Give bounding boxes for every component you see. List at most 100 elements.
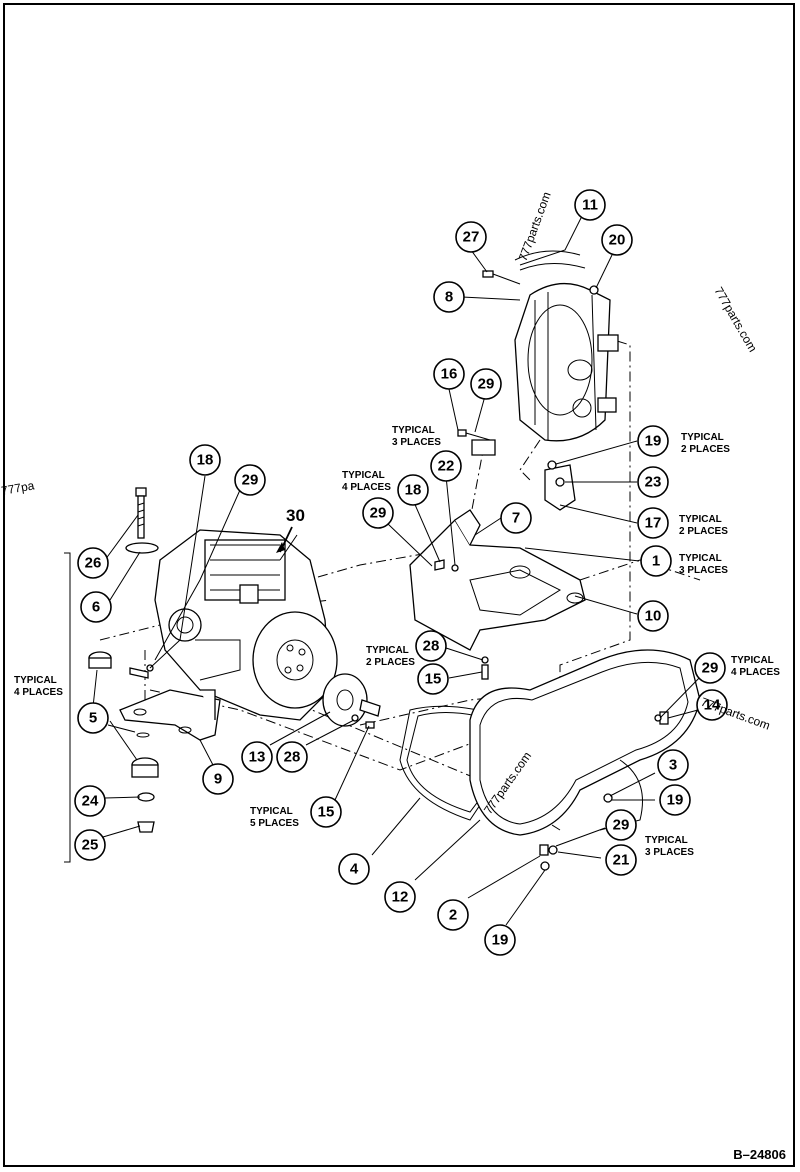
gearbox-assembly [471, 250, 619, 511]
svg-text:29: 29 [613, 817, 630, 834]
svg-text:28: 28 [423, 638, 440, 655]
note-typical-3: TYPICAL [679, 514, 722, 525]
svg-text:13: 13 [249, 749, 266, 766]
svg-text:18: 18 [197, 452, 214, 469]
engine-mount-bracket [119, 689, 221, 741]
svg-text:14: 14 [704, 697, 721, 714]
svg-text:27: 27 [463, 229, 480, 246]
svg-text:4 PLACES: 4 PLACES [14, 687, 63, 698]
balloon-19: 19 [637, 425, 669, 457]
note-typical-2: TYPICAL [681, 432, 724, 443]
svg-text:24: 24 [82, 793, 99, 810]
drawing-number: B–24806 [733, 1147, 786, 1162]
watermark: 777parts.com [711, 285, 759, 355]
balloon-8: 8 [433, 281, 465, 313]
balloon-25: 25 [74, 829, 106, 861]
callout-balloons: 27 11 20 8 16 29 19 23 17 22 18 29 7 1 1… [74, 189, 728, 956]
engine-callout: 30 [276, 506, 305, 553]
balloon-29: 29 [694, 652, 726, 684]
svg-text:8: 8 [445, 289, 453, 306]
svg-text:10: 10 [645, 608, 662, 625]
balloon-15: 15 [310, 796, 342, 828]
balloon-6: 6 [80, 591, 112, 623]
svg-text:2 PLACES: 2 PLACES [681, 444, 730, 455]
note-typical-5: TYPICAL [679, 553, 722, 564]
svg-text:16: 16 [441, 366, 458, 383]
balloon-19: 19 [659, 784, 691, 816]
balloon-20: 20 [601, 224, 633, 256]
balloon-2: 2 [437, 899, 469, 931]
balloon-10: 10 [637, 600, 669, 632]
svg-text:11: 11 [582, 197, 598, 214]
svg-text:4: 4 [350, 861, 359, 878]
svg-text:1: 1 [652, 553, 660, 570]
svg-text:7: 7 [512, 510, 520, 527]
balloon-22: 22 [430, 450, 462, 482]
svg-text:5 PLACES: 5 PLACES [250, 818, 299, 829]
mounting-plate [409, 509, 586, 651]
svg-text:19: 19 [492, 932, 509, 949]
balloon-29: 29 [470, 368, 502, 400]
balloon-3: 3 [657, 749, 689, 781]
svg-text:18: 18 [405, 482, 422, 499]
balloon-18: 18 [397, 474, 429, 506]
isolator-mounts [88, 651, 159, 833]
balloon-16: 16 [433, 358, 465, 390]
svg-text:19: 19 [645, 433, 662, 450]
svg-text:22: 22 [438, 458, 455, 475]
note-typical-6: TYPICAL [14, 675, 57, 686]
balloon-24: 24 [74, 785, 106, 817]
svg-text:3 PLACES: 3 PLACES [645, 847, 694, 858]
svg-text:17: 17 [645, 515, 662, 532]
note-typical-1: TYPICAL [392, 425, 435, 436]
svg-text:25: 25 [82, 837, 99, 854]
balloon-4: 4 [338, 853, 370, 885]
mount-bolt [125, 487, 159, 554]
balloon-11: 11 [574, 189, 606, 221]
balloon-29: 29 [234, 464, 266, 496]
svg-text:3: 3 [669, 757, 677, 774]
svg-text:2 PLACES: 2 PLACES [679, 526, 728, 537]
balloon-9: 9 [202, 763, 234, 795]
svg-text:12: 12 [392, 889, 409, 906]
note-typical-10: TYPICAL [645, 835, 688, 846]
drive-hub [322, 673, 381, 727]
balloon-23: 23 [637, 466, 669, 498]
watermark: 777pa [0, 478, 36, 498]
svg-text:2 PLACES: 2 PLACES [366, 657, 415, 668]
svg-text:6: 6 [92, 599, 100, 616]
svg-text:5: 5 [89, 710, 97, 727]
svg-text:19: 19 [667, 792, 684, 809]
svg-text:29: 29 [702, 660, 719, 677]
note-typical-7: TYPICAL [366, 645, 409, 656]
balloon-17: 17 [637, 507, 669, 539]
drawing-border [3, 3, 795, 1167]
balloon-7: 7 [500, 502, 532, 534]
svg-text:15: 15 [318, 804, 335, 821]
svg-text:29: 29 [478, 376, 495, 393]
balloon-5: 5 [77, 702, 109, 734]
balloon-29: 29 [362, 497, 394, 529]
note-typical-4: TYPICAL [342, 470, 385, 481]
svg-text:28: 28 [284, 749, 301, 766]
svg-text:2: 2 [449, 907, 457, 924]
svg-text:3 PLACES: 3 PLACES [679, 565, 728, 576]
note-typical-9: TYPICAL [250, 806, 293, 817]
leader-lines [64, 215, 706, 926]
svg-text:3 PLACES: 3 PLACES [392, 437, 441, 448]
balloon-19: 19 [484, 924, 516, 956]
watermark: 777parts.com [516, 190, 554, 263]
balloon-28: 28 [276, 741, 308, 773]
balloon-21: 21 [605, 844, 637, 876]
note-typical-8: TYPICAL [731, 655, 774, 666]
balloon-14: 14 [696, 689, 728, 721]
engine-assembly [154, 529, 338, 721]
balloon-13: 13 [241, 741, 273, 773]
svg-text:21: 21 [613, 852, 630, 869]
svg-text:4 PLACES: 4 PLACES [342, 482, 391, 493]
svg-text:29: 29 [242, 472, 259, 489]
svg-text:26: 26 [85, 555, 102, 572]
svg-text:23: 23 [645, 474, 662, 491]
balloon-12: 12 [384, 881, 416, 913]
